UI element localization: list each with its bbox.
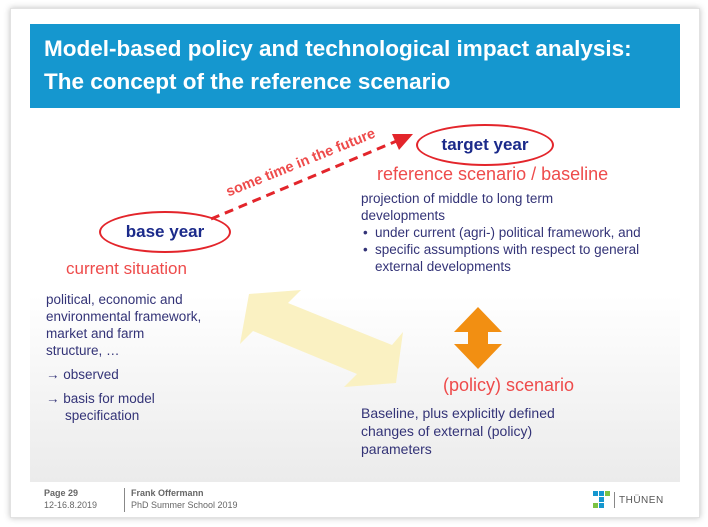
footer-page-number: Page 29 [44, 488, 79, 498]
footer-divider [124, 488, 125, 512]
policy-scenario-text: Baseline, plus explicitly defined change… [361, 405, 555, 457]
bullet-item: specific assumptions with respect to gen… [361, 241, 641, 275]
thunen-logo-icon [593, 491, 610, 508]
base-year-oval: base year [99, 211, 231, 253]
yellow-double-arrow-icon [240, 290, 403, 387]
logo-divider [614, 492, 615, 508]
policy-scenario-heading: (policy) scenario [443, 375, 575, 395]
content-background [30, 108, 680, 482]
footer-dates: 12-16.8.2019 [44, 500, 98, 510]
future-arrow-head [392, 134, 413, 150]
footer-event: PhD Summer School 2019 [131, 500, 238, 510]
footer-logo-text: THÜNEN [619, 495, 664, 506]
reference-scenario-bullets: under current (agri-) political framewor… [361, 224, 641, 275]
target-year-label: target year [441, 135, 529, 154]
reference-scenario-heading: reference scenario / baseline [377, 164, 609, 184]
footer-author: Frank Offermann [131, 488, 204, 498]
reference-scenario-text: projection of middle to long term develo… [361, 190, 661, 275]
arrows-layer [210, 134, 502, 387]
current-situation-text: political, economic and environmental fr… [46, 291, 256, 424]
footer: Page 29 12-16.8.2019 Frank Offermann PhD… [11, 482, 699, 517]
slide-title: Model-based policy and technological imp… [44, 36, 632, 94]
model-basis-point: → basis for model [46, 391, 155, 406]
title-bar: Model-based policy and technological imp… [30, 24, 680, 108]
future-arrow-line [210, 138, 400, 221]
current-situation-heading: current situation [66, 259, 187, 278]
base-year-label: base year [125, 222, 205, 241]
target-year-oval: target year [416, 124, 554, 166]
orange-double-arrow-icon [454, 307, 502, 369]
bullet-item: under current (agri-) political framewor… [361, 224, 641, 241]
slide: Model-based policy and technological imp… [10, 8, 700, 518]
observed-point: → observed [46, 367, 119, 382]
